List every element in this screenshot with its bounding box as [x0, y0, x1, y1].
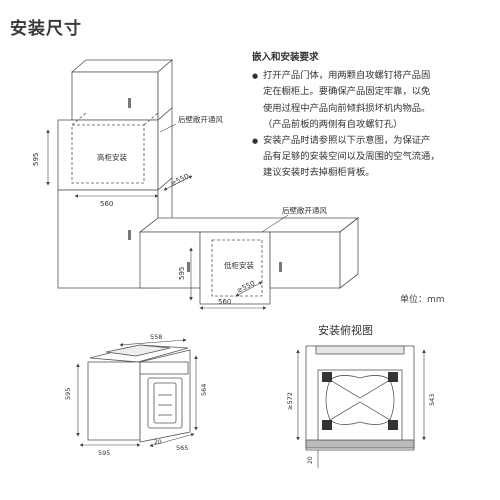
- page-title: 安装尺寸: [10, 19, 82, 39]
- tall-vent-leader: [159, 123, 177, 133]
- low-height-text: 595: [178, 267, 186, 280]
- tall-depth-dim: [163, 175, 193, 191]
- note-line: 品有足够的安装空间以及周围的空气流通，: [263, 151, 440, 163]
- tall-height-text: 595: [32, 153, 40, 166]
- top-bottom-text: 20: [307, 456, 314, 464]
- low-cabinet-label: 低柜安装: [224, 260, 254, 270]
- notes-heading: 嵌入和安装要求: [252, 52, 319, 63]
- low-width-text: 560: [218, 298, 231, 306]
- low-vent-leader: [261, 214, 289, 233]
- low-vent-label: 后壁敞开通风: [282, 205, 327, 215]
- tall-vent-label: 后壁敞开通风: [178, 114, 223, 124]
- note-line: （产品前板的两侧有自攻螺钉孔）: [263, 118, 403, 130]
- oven-drawing: [87, 344, 191, 443]
- low-depth-dim: [235, 281, 263, 297]
- tall-cabinet-label: 高柜安装: [97, 152, 127, 162]
- oven-side-text: 564: [200, 384, 208, 396]
- top-view-label: 安装俯视图: [318, 324, 373, 337]
- installation-notes: 嵌入和安装要求 打开产品门体，用两颗自攻螺钉将产品固 定在橱柜上。要确保产品固定…: [252, 50, 492, 182]
- note-line: 打开产品门体，用两颗自攻螺钉将产品固: [252, 68, 492, 84]
- note-line: 定在橱柜上。要确保产品固定牢靠，以免: [263, 86, 431, 98]
- oven-bottom-small-text: 20: [154, 439, 162, 446]
- oven-depth-dim: [149, 433, 195, 447]
- top-left-text: ≥572: [286, 392, 294, 410]
- tall-width-text: 560: [100, 200, 113, 208]
- oven-depth-text: 565: [176, 444, 188, 452]
- tall-depth-text: ≥550: [169, 172, 190, 187]
- tall-cabinet: [57, 59, 174, 289]
- note-line: 使用过程中产品向前倾斜损坏机内物品。: [263, 102, 431, 114]
- note-line: 安装产品时请参照以下示意图，为保证产: [252, 133, 492, 149]
- oven-top-text: 558: [150, 333, 162, 341]
- oven-left-text: 595: [64, 388, 72, 400]
- oven-bottom-text: 595: [98, 449, 110, 457]
- top-view-drawing: [305, 345, 415, 451]
- unit-label: 单位：mm: [400, 295, 445, 305]
- oven-top-dim: [119, 338, 187, 347]
- note-line: 建议安装时去掉橱柜背板。: [263, 167, 375, 179]
- top-right-text: 543: [428, 394, 436, 406]
